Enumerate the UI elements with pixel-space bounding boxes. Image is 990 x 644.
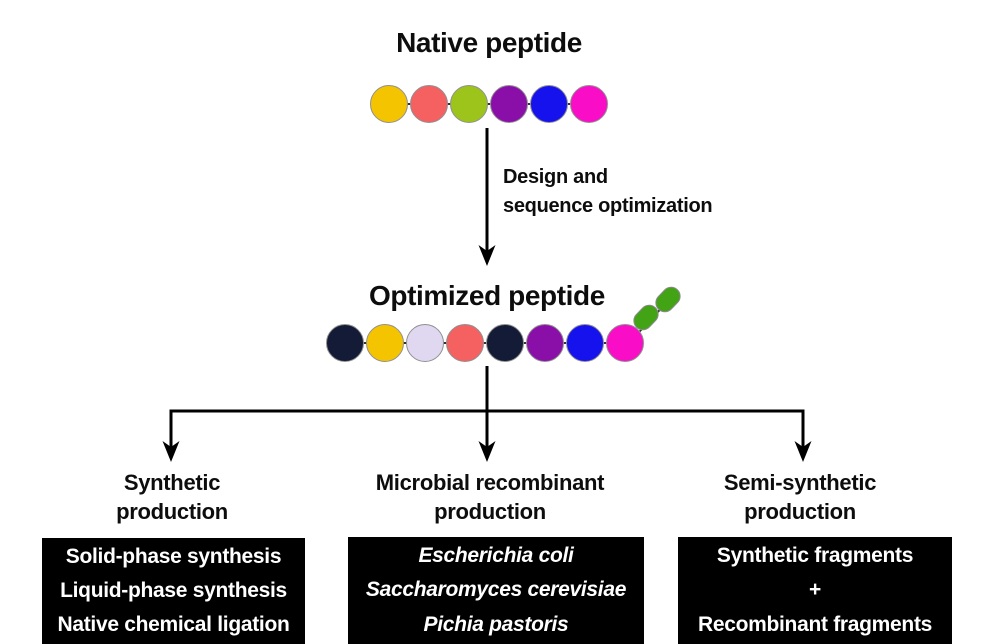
transition-arrow-head — [478, 245, 496, 266]
branch-right-arrow-head — [794, 441, 812, 462]
residue-bead — [530, 85, 568, 123]
branch-center-arrow-head — [478, 441, 496, 462]
residue-bead — [326, 324, 364, 362]
residue-bead — [486, 324, 524, 362]
branch-heading-line: Synthetic — [123, 470, 221, 495]
production-method-item: Solid-phase synthesis — [65, 545, 282, 568]
production-method-item: Liquid-phase synthesis — [60, 579, 287, 602]
branch-heading-line: production — [116, 499, 228, 524]
branch-semisynthetic-heading: Semi-synthetic production — [670, 468, 930, 526]
branch-synthetic-heading: Synthetic production — [42, 468, 302, 526]
branch-heading-line: production — [434, 499, 546, 524]
native-peptide-title: Native peptide — [396, 27, 582, 58]
residue-bead — [570, 85, 608, 123]
residue-bead — [490, 85, 528, 123]
residue-bead — [450, 85, 488, 123]
residue-bead — [366, 324, 404, 362]
residue-bead — [566, 324, 604, 362]
native-peptide-chain — [370, 85, 608, 123]
residue-bead — [370, 85, 408, 123]
branch-microbial-heading: Microbial recombinant production — [360, 468, 620, 526]
residue-bead — [406, 324, 444, 362]
host-organism-item: Saccharomyces cerevisiae — [365, 578, 627, 602]
optimized-peptide-chain — [326, 324, 644, 362]
branch-heading-line: production — [744, 499, 856, 524]
residue-bead — [606, 324, 644, 362]
optimized-peptide-title: Optimized peptide — [369, 280, 605, 311]
residue-bead — [526, 324, 564, 362]
fragment-item: + — [809, 578, 821, 602]
branch-heading-line: Semi-synthetic — [723, 470, 877, 495]
transition-label-line2: sequence optimization — [503, 195, 713, 217]
branch-semisynthetic-box: Synthetic fragments + Recombinant fragment… — [678, 537, 952, 644]
fragment-item: Recombinant fragments — [697, 612, 933, 636]
host-organism-item: Escherichia coli — [418, 544, 574, 568]
host-organism-item: Pichia pastoris — [423, 612, 569, 636]
transition-label-line1: Design and — [503, 166, 608, 188]
transition-label: Design and sequence optimization — [503, 163, 713, 221]
production-method-item: Native chemical ligation — [57, 613, 290, 636]
residue-bead — [410, 85, 448, 123]
fragment-item: Synthetic fragments — [716, 544, 914, 568]
branch-left-arrow-head — [162, 441, 180, 462]
branch-heading-line: Microbial recombinant — [375, 470, 605, 495]
residue-bead — [446, 324, 484, 362]
